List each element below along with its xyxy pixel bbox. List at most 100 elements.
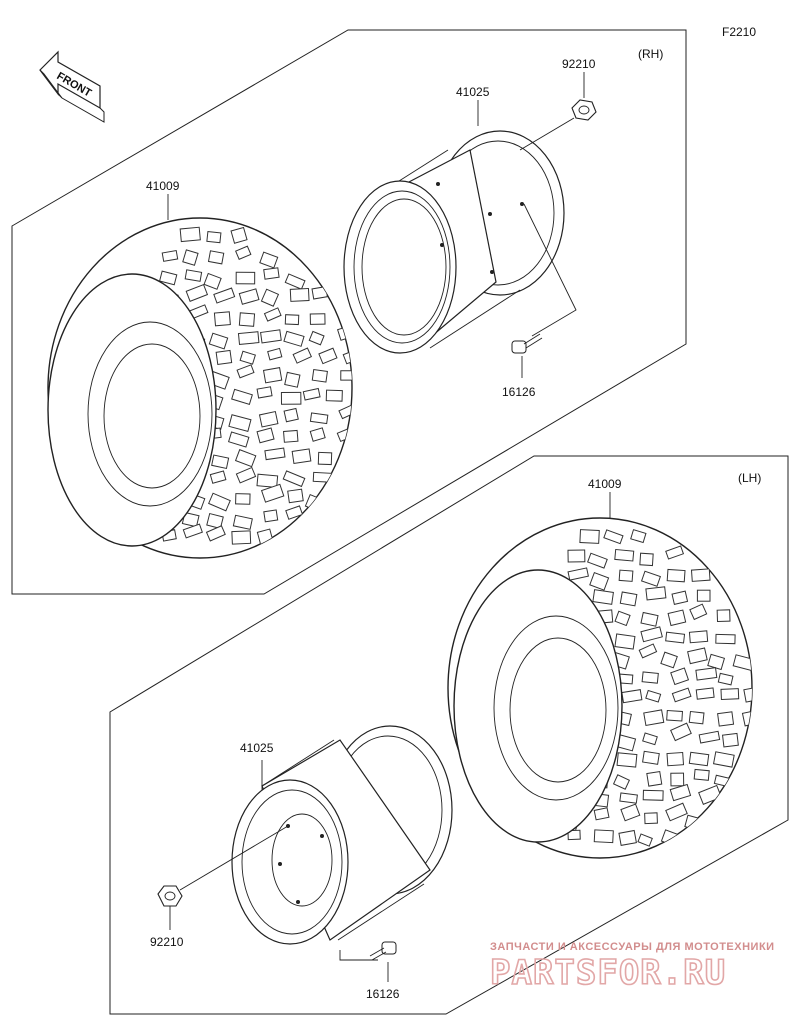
tread-block [693, 768, 710, 781]
tread-block [639, 552, 654, 567]
tread-block [263, 267, 280, 280]
tread-block [338, 404, 352, 420]
tread-block [325, 389, 343, 402]
tread-block [179, 226, 201, 243]
tread-block [258, 410, 279, 428]
tread-block [182, 523, 203, 539]
lh-side-label: (LH) [738, 471, 761, 485]
tread-block [302, 387, 321, 401]
tread-block [642, 732, 658, 746]
tread-block [695, 667, 718, 681]
tread-block [260, 288, 280, 307]
tread-block [612, 774, 631, 790]
tread-block [603, 529, 624, 545]
tread-block [641, 671, 659, 684]
tread-block [721, 732, 739, 748]
tread-block [285, 505, 304, 520]
tread-block [340, 370, 352, 381]
tread-block [206, 231, 222, 244]
tread-block [645, 586, 667, 601]
tread-block [587, 552, 608, 569]
tread-block [646, 770, 663, 787]
tread-block [687, 647, 708, 665]
front-arrow-icon: FRONT [39, 50, 105, 123]
tread-block [227, 431, 250, 448]
tread-block [593, 807, 610, 821]
tread-block [618, 569, 634, 582]
tread-block [263, 307, 282, 322]
tread-block [260, 483, 285, 503]
tread-block [638, 643, 658, 659]
tread-block [287, 488, 304, 504]
tread-block [666, 709, 684, 722]
tread-block [688, 751, 710, 767]
tread-block [621, 689, 643, 704]
rh-nut-part-number: 92210 [562, 57, 596, 71]
tread-block [230, 226, 248, 244]
tread-block [665, 545, 685, 560]
tread-block [256, 427, 275, 444]
rh-nut [571, 99, 597, 121]
tread-block [640, 570, 662, 587]
tread-block [289, 287, 310, 302]
tread-block [239, 350, 256, 365]
tread-block [283, 407, 299, 423]
tread-block [311, 368, 328, 383]
rh-wheel-part-number: 41025 [456, 85, 490, 99]
tread-block [235, 493, 251, 505]
tread-block [660, 651, 678, 669]
rh-tire [47, 217, 353, 559]
tread-block [182, 249, 199, 266]
tread-block [619, 792, 638, 804]
tread-block [159, 270, 178, 286]
tread-block [234, 449, 257, 468]
tread-block [593, 829, 614, 844]
tread-block [237, 331, 260, 345]
tread-block [231, 388, 253, 405]
tread-block [671, 590, 689, 605]
tread-block [184, 269, 203, 282]
tread-block [185, 283, 209, 302]
tread-block [215, 349, 233, 366]
tread-block [670, 722, 692, 742]
tread-block [283, 429, 299, 443]
tread-block [262, 367, 283, 384]
tread-block [666, 751, 685, 767]
tread-block [637, 833, 653, 847]
figure-code: F2210 [722, 25, 756, 39]
tread-block [717, 672, 734, 686]
tread-block [695, 687, 715, 700]
tread-block [284, 273, 306, 290]
tread-block [698, 730, 721, 744]
tread-block [665, 631, 686, 644]
lh-wheel-part-number: 41025 [240, 741, 274, 755]
tread-block [712, 751, 735, 768]
tread-block [231, 530, 252, 545]
tread-block [743, 686, 752, 703]
tread-block [309, 412, 329, 425]
tread-block [642, 750, 660, 765]
tread-block [264, 447, 286, 461]
tread-block [618, 829, 637, 846]
lh-valve-part-number: 16126 [366, 987, 400, 1001]
tread-block [263, 509, 279, 523]
tread-block [236, 364, 255, 379]
tread-block [688, 710, 705, 725]
rh-tire-part-number: 41009 [146, 179, 180, 193]
tread-block [567, 549, 586, 563]
tread-block [592, 589, 614, 605]
tread-block [670, 667, 690, 686]
tread-block [620, 803, 641, 822]
tread-block [238, 288, 260, 305]
tread-block [259, 251, 279, 269]
tread-block [203, 272, 222, 290]
lh-nut [157, 885, 183, 907]
tread-block [640, 611, 659, 627]
lh-tire [447, 517, 753, 859]
tread-block [720, 688, 740, 701]
tread-block [206, 512, 224, 530]
tread-block [732, 654, 752, 672]
tread-block [645, 689, 662, 703]
tread-block [688, 630, 709, 644]
